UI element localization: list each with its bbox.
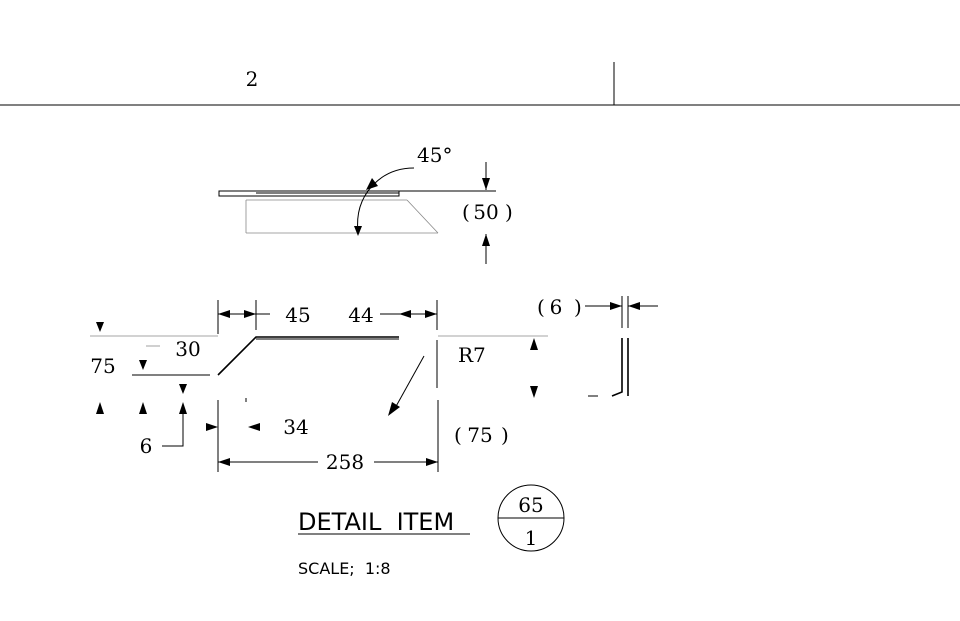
dim-6-paren-close: ) [574, 295, 582, 319]
dim-75-left-arrow-top [96, 322, 104, 332]
arrow-45-left [218, 310, 230, 318]
dim-6-arrow-right [610, 302, 622, 310]
left-arrow-down-3 [179, 384, 187, 394]
arrow-45-right [244, 310, 256, 318]
section-view: 45 44 ( 6 ) ( 75 ) R7 30 75 [90, 295, 658, 474]
detail-item-number: 65 [518, 493, 543, 517]
arrow-44-right [425, 310, 437, 318]
overall-text-bg [318, 451, 374, 473]
dim-75-left-label: 75 [90, 354, 115, 378]
angle-arrow-top [366, 178, 378, 190]
dim-34-label: 34 [283, 415, 308, 439]
thickness-label: 50 [473, 200, 498, 224]
thickness-paren-open: ( [462, 200, 470, 224]
dim-34-arrow-left [248, 423, 260, 431]
radius-label: R7 [458, 343, 486, 367]
dim-34-arrow-right [206, 423, 218, 431]
end-flange [611, 338, 629, 397]
dim-75-paren-close: ) [501, 423, 509, 447]
dim-30-arrow [139, 360, 147, 370]
dim-45-label: 45 [285, 303, 310, 327]
dim-75-paren-open: ( [454, 423, 462, 447]
dim-6-top-label: 6 [550, 295, 563, 319]
top-view: 45° ( 50 ) [218, 143, 513, 264]
right-75-arrow-up [530, 338, 538, 350]
dim-6-left-leader [162, 414, 184, 447]
part-top-edge [217, 336, 399, 376]
radius-arrow [388, 402, 400, 416]
arrow-44-left [399, 310, 411, 318]
thickness-paren-close: ) [505, 200, 513, 224]
detail-label: DETAIL ITEM 65 1 SCALE; 1:8 [298, 484, 565, 578]
dim-258-label: 258 [326, 450, 364, 474]
angle-leader [373, 167, 415, 185]
thickness-arrow-down [482, 178, 490, 190]
left-arrow-up-1 [96, 402, 104, 414]
left-arrow-up-2 [139, 402, 147, 414]
dim-30-label: 30 [175, 337, 200, 361]
bevel-edge [406, 199, 439, 234]
detail-sheet-ref: 1 [525, 526, 538, 550]
top-dim-text-bg [270, 302, 380, 324]
angle-arrow-bottom [354, 226, 362, 236]
overall-arrow-right [426, 458, 438, 466]
dim-6-left-label: 6 [140, 434, 153, 458]
dim-44-label: 44 [348, 303, 373, 327]
detail-title: DETAIL ITEM [298, 508, 454, 536]
thickness-arrow-up [482, 234, 490, 246]
title-strip: 2 [0, 62, 960, 106]
sheet-number: 2 [246, 67, 259, 91]
dim-75-right-label: 75 [467, 423, 492, 447]
angle-label: 45° [417, 143, 452, 167]
overall-arrow-left [218, 458, 230, 466]
detail-scale: SCALE; 1:8 [298, 559, 391, 578]
left-arrow-up-3 [179, 402, 187, 414]
radius-leader [393, 355, 425, 411]
right-75-arrow-down [530, 386, 538, 398]
dim-6-paren-open: ( [537, 295, 545, 319]
dim-6-arrow-left [628, 302, 640, 310]
